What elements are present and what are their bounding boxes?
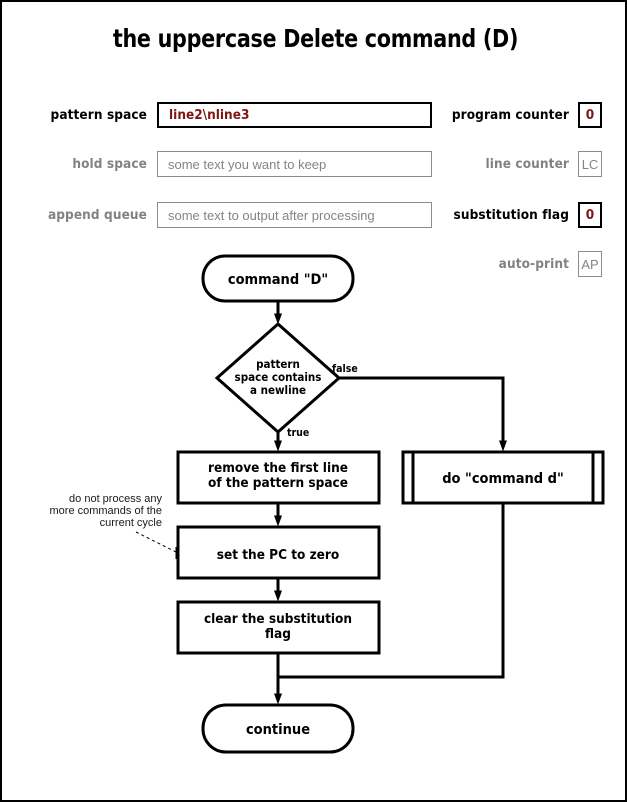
field-row-hold-space: hold space some text you want to keep bbox=[37, 151, 432, 177]
node-decision-line2: space contains bbox=[235, 370, 322, 384]
page-title: the uppercase Delete command (D) bbox=[112, 24, 519, 53]
input-substitution-flag[interactable]: 0 bbox=[578, 202, 602, 228]
label-pattern-space: pattern space bbox=[50, 107, 147, 123]
node-clear-substitution-flag[interactable] bbox=[176, 600, 381, 655]
field-row-program-counter: program counter 0 bbox=[429, 102, 602, 128]
value-auto-print: AP bbox=[581, 256, 599, 272]
field-row-append-queue: append queue some text to output after p… bbox=[37, 202, 432, 228]
node-subroutine-label: do "command d" bbox=[442, 471, 564, 487]
annotation-line2: more commands of the bbox=[50, 505, 163, 517]
input-append-queue[interactable]: some text to output after processing bbox=[157, 202, 432, 228]
node-decision-line1: pattern bbox=[256, 357, 300, 371]
node-remove-first-line-label1: remove the first line bbox=[208, 460, 348, 476]
input-program-counter[interactable]: 0 bbox=[578, 102, 602, 128]
value-pattern-space: line2\nline3 bbox=[169, 107, 250, 123]
annotation-line3: current cycle bbox=[100, 517, 162, 529]
value-substitution-flag: 0 bbox=[585, 207, 595, 223]
node-decision-line3: a newline bbox=[250, 383, 306, 397]
field-row-pattern-space: pattern space line2\nline3 bbox=[37, 102, 432, 128]
edge-subroutine-to-continue bbox=[278, 503, 505, 679]
field-row-line-counter: line counter LC bbox=[429, 151, 602, 177]
field-row-substitution-flag: substitution flag 0 bbox=[429, 202, 602, 228]
label-append-queue: append queue bbox=[47, 207, 147, 223]
input-hold-space[interactable]: some text you want to keep bbox=[157, 151, 432, 177]
label-auto-print: auto-print bbox=[498, 256, 569, 272]
edge-label-false: false bbox=[332, 363, 358, 375]
field-row-auto-print: auto-print AP bbox=[429, 251, 602, 277]
label-substitution-flag: substitution flag bbox=[453, 207, 569, 223]
node-clear-flag-label1: clear the substitution bbox=[204, 611, 352, 627]
node-end-label: continue bbox=[246, 722, 310, 738]
annotation-line1: do not process any bbox=[69, 493, 162, 505]
node-set-pc-zero-label: set the PC to zero bbox=[217, 547, 339, 563]
placeholder-hold-space: some text you want to keep bbox=[168, 156, 327, 172]
label-program-counter: program counter bbox=[451, 107, 569, 123]
value-line-counter: LC bbox=[581, 156, 599, 172]
node-remove-first-line[interactable] bbox=[176, 450, 381, 505]
node-clear-flag-label2: flag bbox=[265, 626, 291, 642]
value-program-counter: 0 bbox=[585, 107, 595, 123]
edge-label-true: true bbox=[287, 427, 309, 439]
node-set-pc-zero[interactable] bbox=[176, 525, 381, 580]
node-start-label: command "D" bbox=[228, 272, 328, 288]
edge-false bbox=[339, 376, 503, 446]
node-remove-first-line-label2: of the pattern space bbox=[208, 475, 348, 491]
input-line-counter[interactable]: LC bbox=[578, 151, 602, 177]
annotation-leader-line bbox=[135, 531, 179, 554]
label-line-counter: line counter bbox=[485, 156, 569, 172]
node-end[interactable] bbox=[201, 703, 355, 754]
input-auto-print[interactable]: AP bbox=[578, 251, 602, 277]
label-hold-space: hold space bbox=[72, 156, 147, 172]
input-pattern-space[interactable]: line2\nline3 bbox=[157, 102, 432, 128]
placeholder-append-queue: some text to output after processing bbox=[168, 207, 375, 223]
